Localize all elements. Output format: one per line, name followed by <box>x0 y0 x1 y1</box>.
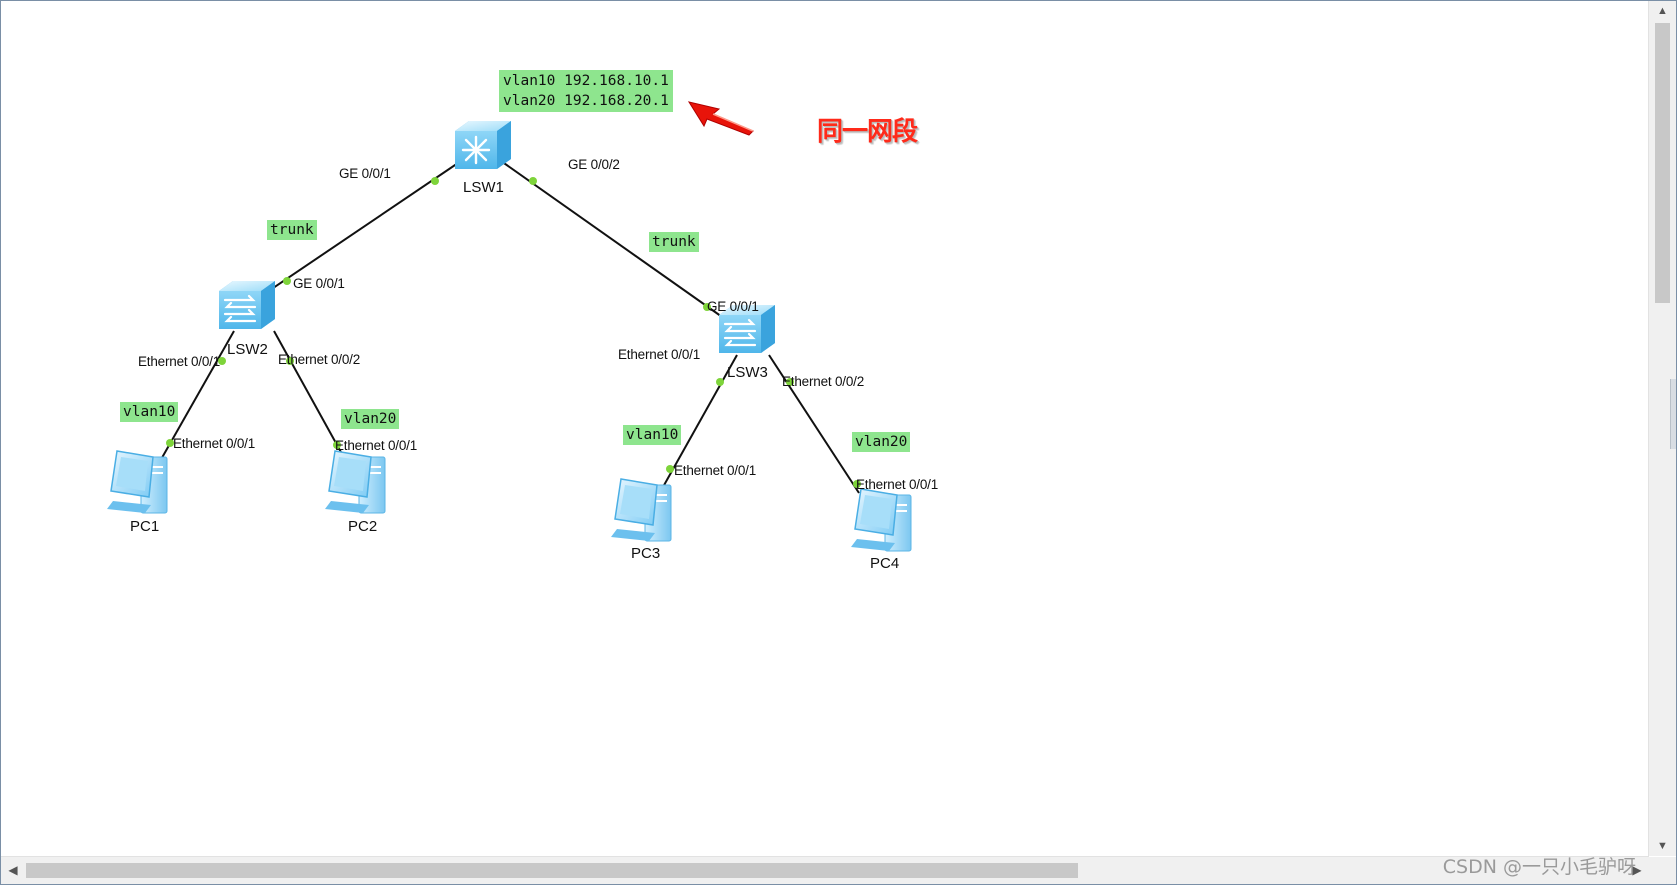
device-label-pc4: PC4 <box>870 555 900 572</box>
scroll-corner <box>1649 857 1676 884</box>
port-label-lsw3-eth001: Ethernet 0/0/1 <box>618 347 701 362</box>
link-dot <box>716 378 724 386</box>
link-dot <box>218 357 226 365</box>
tag-vlan-pc4: vlan20 <box>852 432 911 452</box>
port-label-lsw2-eth001: Ethernet 0/0/1 <box>138 354 221 369</box>
tag-vlan-pc1: vlan10 <box>120 402 179 422</box>
layer2-switch-icon <box>719 305 775 353</box>
topology-diagram <box>107 101 912 552</box>
port-label-lsw2-ge001: GE 0/0/1 <box>293 276 345 291</box>
svi-line-vlan20: vlan20 192.168.20.1 <box>503 93 669 109</box>
port-label-pc1-eth001: Ethernet 0/0/1 <box>173 436 256 451</box>
link-lsw1-lsw3 <box>500 160 726 320</box>
link-dot <box>529 177 537 185</box>
link-dot <box>666 465 674 473</box>
red-arrow-icon <box>687 101 754 136</box>
port-label-pc4-eth001: Ethernet 0/0/1 <box>856 477 939 492</box>
link-dot <box>286 357 294 365</box>
port-label-lsw1-ge002: GE 0/0/2 <box>568 157 620 172</box>
layer3-switch-icon <box>455 121 511 169</box>
port-label-pc2-eth001: Ethernet 0/0/1 <box>335 438 418 453</box>
scroll-down-icon[interactable]: ▼ <box>1657 840 1668 852</box>
tag-trunk-right: trunk <box>649 232 699 252</box>
device-label-lsw3: LSW3 <box>727 364 768 381</box>
device-label-lsw2: LSW2 <box>227 341 268 358</box>
scroll-right-icon[interactable]: ▶ <box>1632 863 1642 877</box>
layer2-switch-icon <box>219 281 275 329</box>
link-dot <box>166 439 174 447</box>
link-dots <box>166 177 861 488</box>
port-label-lsw3-ge001: GE 0/0/1 <box>707 299 759 314</box>
annotation-same-subnet: 同一网段 <box>817 117 918 147</box>
link-dot <box>333 441 341 449</box>
vertical-scroll-thumb[interactable] <box>1655 23 1670 303</box>
pc-icon <box>107 450 168 514</box>
pc-icon <box>325 450 386 514</box>
link-dot <box>431 177 439 185</box>
link-lsw3-pc3 <box>662 354 738 488</box>
port-label-lsw2-eth002: Ethernet 0/0/2 <box>278 352 361 367</box>
horizontal-scroll-thumb[interactable] <box>26 863 1078 878</box>
topology-canvas: vlan10 192.168.10.1 vlan20 192.168.20.1 … <box>1 1 1647 856</box>
port-label-pc3-eth001: Ethernet 0/0/1 <box>674 463 757 478</box>
link-dot <box>786 378 794 386</box>
device-label-pc3: PC3 <box>631 545 661 562</box>
port-label-lsw1-ge001: GE 0/0/1 <box>339 166 391 181</box>
svi-line-vlan10: vlan10 192.168.10.1 <box>503 73 669 89</box>
scroll-up-icon[interactable]: ▲ <box>1657 5 1668 17</box>
link-dot <box>853 480 861 488</box>
device-label-lsw1: LSW1 <box>463 179 504 196</box>
tag-trunk-left: trunk <box>267 220 317 240</box>
link-dot <box>703 303 711 311</box>
link-lsw2-pc2 <box>273 330 348 464</box>
tag-vlan-pc3: vlan10 <box>623 425 682 445</box>
horizontal-scrollbar[interactable]: ◀ ▶ <box>1 856 1649 884</box>
port-label-lsw3-eth002: Ethernet 0/0/2 <box>782 374 865 389</box>
device-label-pc1: PC1 <box>130 518 160 535</box>
pc-icon <box>611 478 672 542</box>
device-label-pc2: PC2 <box>348 518 378 535</box>
link-lsw3-pc4 <box>768 354 860 494</box>
panel-resize-grip[interactable] <box>1670 379 1676 449</box>
link-dot <box>283 277 291 285</box>
svi-address-tag: vlan10 192.168.10.1 vlan20 192.168.20.1 <box>499 70 673 112</box>
watermark: CSDN @一只小毛驴呀 <box>1442 856 1636 878</box>
pc-icon <box>851 488 912 552</box>
tag-vlan-pc2: vlan20 <box>341 409 400 429</box>
scroll-left-icon[interactable]: ◀ <box>8 863 18 877</box>
